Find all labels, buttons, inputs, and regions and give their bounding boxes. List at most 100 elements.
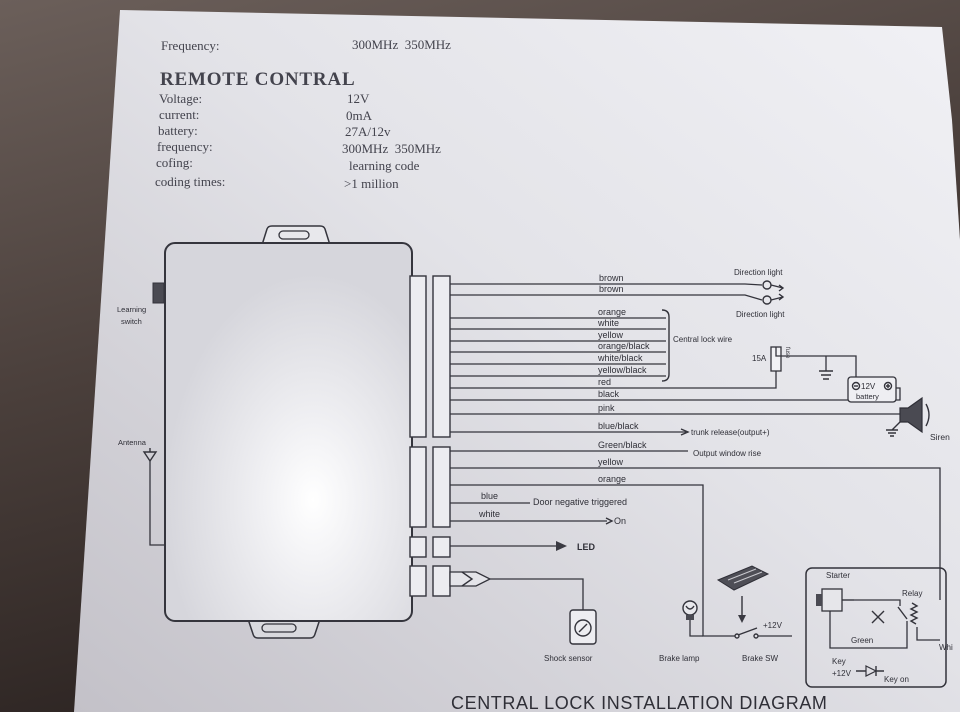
starter-relay-box: Starter Relay Green Key +12V Key on Whi <box>805 567 953 688</box>
remote-spec-table: Voltage: 12V current: 0mA battery: 27A/1… <box>155 91 441 191</box>
starter-label: Starter <box>826 571 850 580</box>
siren: Siren <box>886 396 950 442</box>
wire-label: white/black <box>597 353 643 363</box>
aux-connector-right <box>432 446 451 528</box>
wire-label: blue/black <box>598 421 639 431</box>
led-connector-right <box>432 536 451 558</box>
plus-12v-label: +12V <box>763 621 783 630</box>
key-12v-label: +12V <box>832 669 852 678</box>
spec-value: 12V <box>347 91 370 106</box>
ground-icon <box>886 421 901 437</box>
brake-lamp-base-icon <box>686 615 694 620</box>
door-negative-triggered-label: Door negative triggered <box>533 497 627 507</box>
brake-sw-label: Brake SW <box>742 654 778 663</box>
siren-icon <box>925 403 930 427</box>
relay-coil-icon <box>909 602 919 625</box>
wire-black <box>450 387 901 401</box>
spec-value: 0mA <box>346 108 373 123</box>
brake-lamp-label: Brake lamp <box>659 654 700 663</box>
fuse-to-battery-wire <box>775 347 857 377</box>
led-label: LED <box>577 542 596 552</box>
output-window-rise-label: Output window rise <box>693 449 762 458</box>
main-harness: brown brown orange white yellow orange/b… <box>450 273 901 436</box>
arrow-down-icon <box>738 615 746 623</box>
learning-switch-icon <box>152 282 165 304</box>
diode-icon <box>856 666 884 676</box>
shock-connector-left <box>409 565 427 597</box>
battery-icon <box>847 376 897 403</box>
starter-motor-icon <box>821 588 843 612</box>
top-mounting-tab <box>260 225 332 246</box>
antenna-wire <box>149 461 165 546</box>
wire-label: white <box>478 509 500 519</box>
spec-label: frequency: <box>157 139 213 154</box>
spec-value: 300MHz 350MHz <box>342 141 441 156</box>
central-lock-wire-label: Central lock wire <box>673 335 733 344</box>
shock-sensor-label: Shock sensor <box>544 654 593 663</box>
shock-connector-right <box>432 565 451 597</box>
key-label: Key <box>832 657 846 666</box>
learning-switch-label: switch <box>121 317 142 326</box>
aux-connector-left <box>409 446 427 528</box>
direction-light-label: Direction light <box>736 310 785 319</box>
brake-lamp-icon <box>682 600 698 616</box>
wire-label: brown <box>599 284 624 294</box>
relay-contact-icon <box>897 606 908 620</box>
green-label: Green <box>851 636 873 645</box>
shock-sensor-icon <box>569 609 597 645</box>
wire-label: blue <box>481 491 498 501</box>
wire-orange-brake <box>450 484 735 637</box>
wire-label: yellow/black <box>598 365 647 375</box>
arrow-icon <box>770 284 785 292</box>
wire-label: yellow <box>598 457 624 467</box>
trunk-release-label: trunk release(output+) <box>691 428 770 437</box>
led-arrow-icon <box>556 541 567 551</box>
wire-red <box>450 371 777 389</box>
shock-plug-icon <box>461 571 474 587</box>
brake-lamp-icon <box>685 605 695 610</box>
spec-label: current: <box>159 107 199 122</box>
shock-sensor-dial-icon <box>574 619 592 637</box>
wire-label: orange <box>598 474 626 484</box>
starter-relay-wire <box>854 599 901 606</box>
central-lock-bracket <box>661 309 670 382</box>
wire-label: orange/black <box>598 341 650 351</box>
aux-harness: Green/black Output window rise yellow or… <box>450 440 941 637</box>
learning-switch: Learning switch <box>117 282 165 326</box>
starter-motor-icon <box>816 594 822 606</box>
frequency-value: 300MHz 350MHz <box>352 37 451 52</box>
antenna-icon <box>142 448 158 463</box>
brake-lamp-wire <box>689 620 703 637</box>
shock-sensor: Shock sensor <box>449 571 597 663</box>
wire-label: brown <box>599 273 624 283</box>
direction-lights: Direction light Direction light <box>734 268 785 319</box>
antenna: Antenna <box>118 438 165 546</box>
wire-yellow-ignition <box>450 467 941 600</box>
wire-label: red <box>598 377 611 387</box>
learning-switch-label: Learning <box>117 305 146 314</box>
wire-brown-2 <box>450 294 763 301</box>
bottom-tab-slot <box>261 623 297 633</box>
control-unit-body <box>164 242 413 622</box>
on-label: On <box>614 516 626 526</box>
wire-label: pink <box>598 403 615 413</box>
top-tab-slot <box>278 230 310 240</box>
antenna-label: Antenna <box>118 438 147 447</box>
wire-label: Green/black <box>598 440 647 450</box>
wire-label: black <box>598 389 620 399</box>
brake-switch-icon <box>737 627 758 636</box>
brake-circuit: Brake lamp +12V Brake SW <box>659 565 792 663</box>
key-on-label: Key on <box>884 675 909 684</box>
ground-icon <box>819 370 833 380</box>
starter-relay-frame <box>805 567 947 688</box>
shock-sensor-wire <box>490 578 584 610</box>
spec-label: battery: <box>158 123 198 138</box>
connector-blocks <box>409 275 451 597</box>
control-unit <box>164 225 413 639</box>
shock-plug-icon <box>449 571 492 587</box>
remote-control-title: REMOTE CONTRAL <box>160 69 355 90</box>
led-connector-left <box>409 536 427 558</box>
spec-value: >1 million <box>344 176 399 191</box>
